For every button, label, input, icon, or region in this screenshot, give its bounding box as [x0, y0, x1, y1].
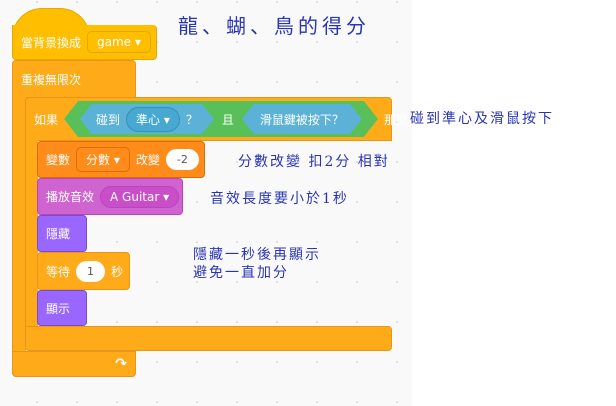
play-sound-label: 播放音效: [46, 190, 95, 204]
title-note: 龍、蝴、鳥的得分: [178, 14, 370, 38]
change-label: 改變: [135, 153, 160, 167]
note-hide-show: 隱藏一秒後再顯示: [193, 247, 321, 263]
wait-block[interactable]: 等待 1 秒: [37, 252, 130, 290]
change-variable-block[interactable]: 變數 分數 改變 -2: [37, 141, 205, 178]
show-label: 顯示: [46, 301, 71, 316]
forever-arm: [12, 96, 26, 353]
seconds-label: 秒: [111, 264, 124, 279]
then-label: 那麼: [383, 112, 408, 127]
forever-header[interactable]: 重複無限次: [12, 60, 136, 98]
mouse-down-sensor[interactable]: 滑鼠鍵被按下？: [242, 104, 362, 134]
touching-label: 碰到: [96, 112, 121, 127]
hide-block[interactable]: 隱藏: [37, 215, 87, 252]
hide-label: 隱藏: [46, 227, 71, 241]
mouse-down-label: 滑鼠鍵被按下？: [259, 112, 344, 127]
if-label: 如果: [34, 112, 59, 127]
hat-label: 當背景換成: [21, 35, 82, 50]
forever-footer[interactable]: ↷: [12, 351, 136, 377]
wait-label: 等待: [46, 264, 71, 279]
wait-seconds-input[interactable]: 1: [76, 260, 106, 282]
sound-dropdown[interactable]: A Guitar: [100, 185, 180, 208]
note-score-change: 分數改變 扣2分 相對: [238, 154, 390, 170]
touching-sensor[interactable]: 碰到 準心 ？: [80, 104, 214, 134]
and-label: 且: [221, 112, 234, 127]
question-mark: ？: [185, 112, 198, 127]
note-sound-length: 音效長度要小於1秒: [210, 191, 349, 207]
play-sound-block[interactable]: 播放音效 A Guitar: [37, 178, 183, 215]
loop-arrow-icon: ↷: [115, 356, 127, 372]
variable-dropdown[interactable]: 分數: [76, 147, 130, 172]
backdrop-dropdown[interactable]: game: [87, 31, 151, 53]
variable-label: 變數: [46, 153, 71, 167]
forever-label: 重複無限次: [21, 72, 82, 87]
note-touch-mouse: 碰到準心及滑鼠按下: [410, 111, 554, 127]
touch-target-dropdown[interactable]: 準心: [126, 107, 180, 132]
note-avoid-scoring: 避免一直加分: [193, 265, 289, 281]
change-value-input[interactable]: -2: [165, 149, 199, 170]
show-block[interactable]: 顯示: [37, 290, 87, 326]
if-arm: [25, 139, 38, 328]
and-operator[interactable]: 碰到 準心 ？ 且 滑鼠鍵被按下？: [64, 101, 378, 137]
if-footer: [25, 326, 392, 351]
if-header[interactable]: 如果 碰到 準心 ？ 且 滑鼠鍵被按下？ 那麼: [25, 97, 408, 141]
